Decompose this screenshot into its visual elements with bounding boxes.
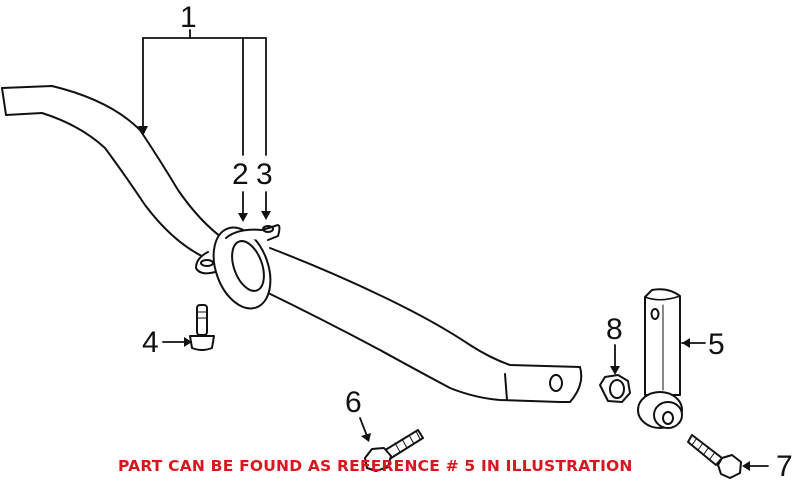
stabilizer-bar [1, 85, 583, 403]
bolt-part-6 [359, 417, 424, 472]
callout-label-3: 3 [256, 158, 273, 191]
stabilizer-link-part-5 [637, 288, 706, 429]
bolt-part-7 [687, 434, 769, 479]
bushing-bracket [195, 224, 281, 310]
callout-label-6: 6 [345, 386, 362, 419]
callout-label-2: 2 [232, 158, 249, 191]
callout-2-3-arrows [238, 191, 271, 222]
nut-part-8 [599, 344, 631, 403]
callout-label-4: 4 [142, 326, 159, 359]
bolt-part-4 [162, 304, 215, 351]
callout-label-1: 1 [180, 1, 197, 34]
reference-note: PART CAN BE FOUND AS REFERENCE # 5 IN IL… [118, 457, 633, 475]
callout-label-5: 5 [708, 328, 725, 361]
callout-label-7: 7 [776, 450, 793, 483]
callout-label-8: 8 [606, 313, 623, 346]
callout-1-leader [138, 29, 267, 156]
